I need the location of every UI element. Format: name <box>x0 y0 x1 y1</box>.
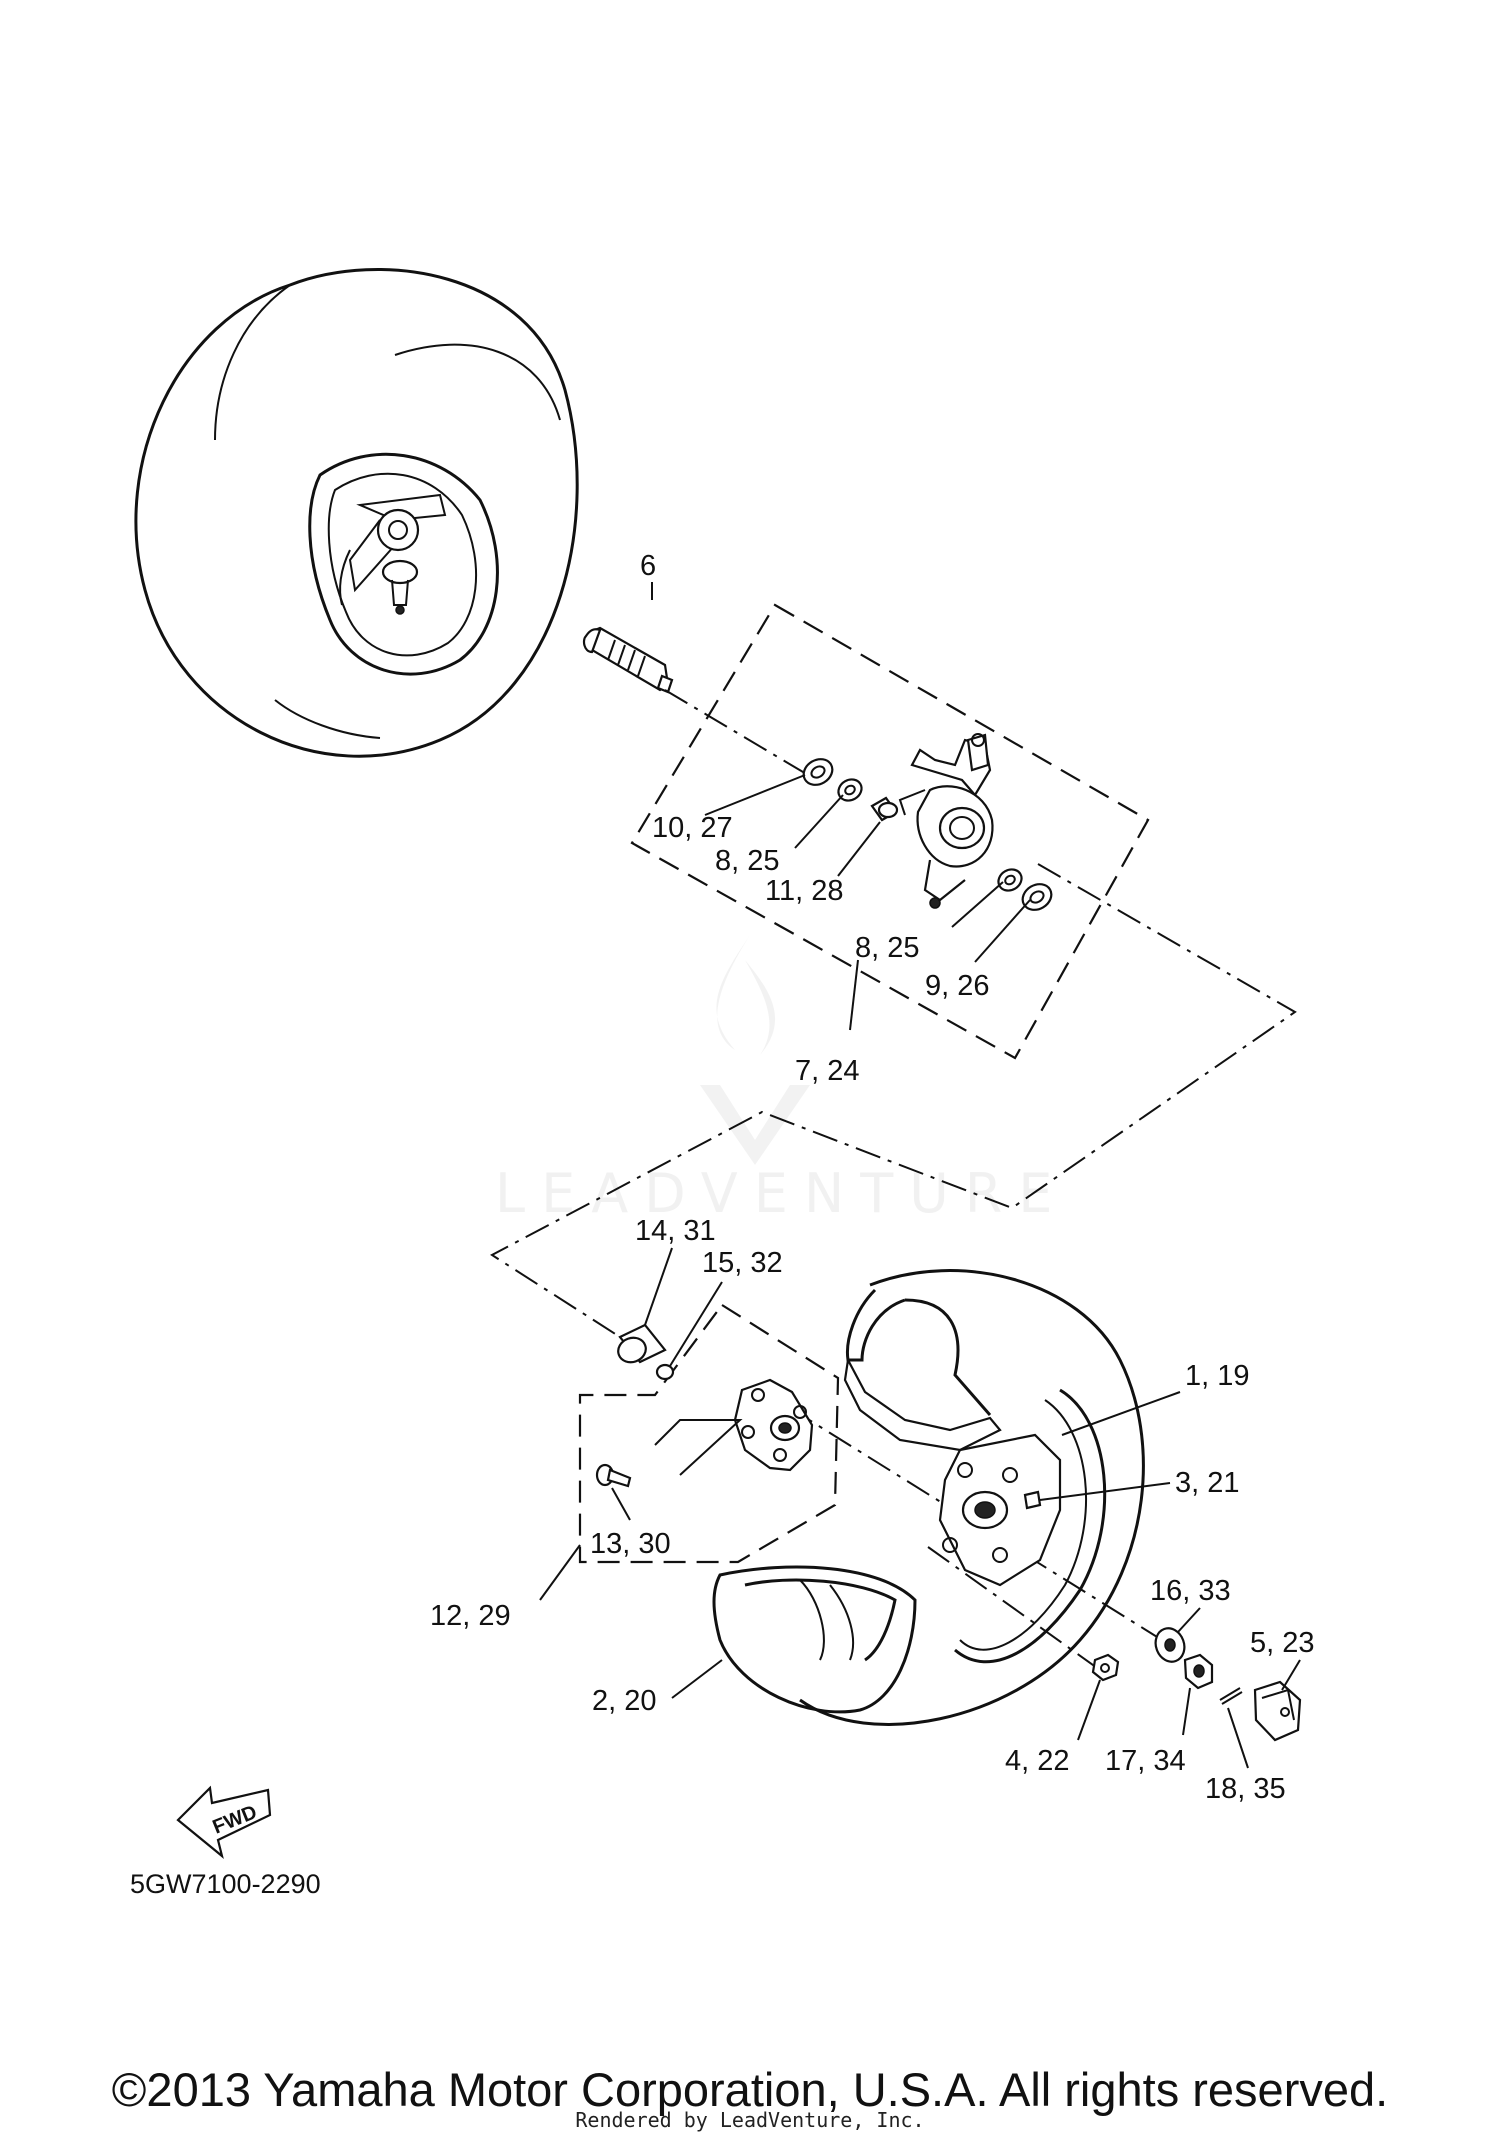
steering-knuckle-part-7-24 <box>898 733 994 909</box>
watermark-text: LEADVENTURE <box>495 1162 1068 1225</box>
nut-part-4-22 <box>1091 1653 1120 1682</box>
callout-8-25-b: 8, 25 <box>855 932 920 964</box>
callout-1-19: 1, 19 <box>1185 1360 1250 1392</box>
bearing-part-10-27 <box>802 758 834 786</box>
rendered-by-text: Rendered by LeadVenture, Inc. <box>575 2108 925 2132</box>
hub-bolt-part-13-30 <box>595 1463 632 1488</box>
callout-8-25-a: 8, 25 <box>715 845 780 877</box>
washer-part-16-33 <box>1154 1627 1186 1663</box>
nut-axis-line <box>927 1546 1101 1671</box>
fwd-arrow-icon: FWD <box>176 1785 272 1859</box>
collar-part-11-28 <box>870 796 899 822</box>
callout-2-20: 2, 20 <box>592 1685 657 1717</box>
callout-4-22: 4, 22 <box>1005 1745 1070 1777</box>
callout-5-23: 5, 23 <box>1250 1627 1315 1659</box>
upper-wheel-assembly <box>134 268 579 758</box>
callout-16-33: 16, 33 <box>1150 1575 1231 1607</box>
callout-15-32: 15, 32 <box>702 1247 783 1279</box>
cap-part-5-23 <box>1253 1680 1302 1742</box>
callout-7-24: 7, 24 <box>795 1055 860 1087</box>
callout-11-28: 11, 28 <box>765 875 843 907</box>
diagram-code: 5GW7100-2290 <box>130 1869 321 1899</box>
castle-nut-part-17-34 <box>1183 1653 1214 1690</box>
oil-seal-part-9-26 <box>1021 883 1053 911</box>
seal-part-8-25-b <box>997 868 1023 892</box>
callout-6: 6 <box>640 550 656 582</box>
callout-14-31: 14, 31 <box>635 1215 716 1247</box>
callout-18-35: 18, 35 <box>1205 1773 1286 1805</box>
upper-axis-line <box>664 689 809 776</box>
seal-part-8-25 <box>837 778 863 802</box>
callout-3-21: 3, 21 <box>1175 1467 1240 1499</box>
o-ring-part-15-32 <box>655 1363 675 1381</box>
callout-13-30: 13, 30 <box>590 1528 671 1560</box>
leader-lines <box>539 582 1301 1769</box>
hub-part-12-29 <box>733 1378 814 1472</box>
lower-wheel-assembly <box>712 1269 1145 1726</box>
callout-12-29: 12, 29 <box>430 1600 511 1632</box>
hub-axis-line <box>490 863 1297 1338</box>
collar-part-14-31 <box>617 1323 667 1364</box>
axle-part-6 <box>582 626 674 694</box>
callout-9-26: 9, 26 <box>925 970 990 1002</box>
cotter-pin-part-18-35 <box>1219 1687 1243 1705</box>
hub-kit-box <box>578 1303 840 1564</box>
hub-stud-line <box>654 1419 743 1476</box>
copyright-notice: ©2013 Yamaha Motor Corporation, U.S.A. A… <box>111 2063 1389 2116</box>
callout-17-34: 17, 34 <box>1105 1745 1186 1777</box>
watermark-logo: LEADVENTURE <box>495 935 1068 1225</box>
callout-10-27: 10, 27 <box>652 812 733 844</box>
knuckle-kit-box <box>630 603 1150 1060</box>
